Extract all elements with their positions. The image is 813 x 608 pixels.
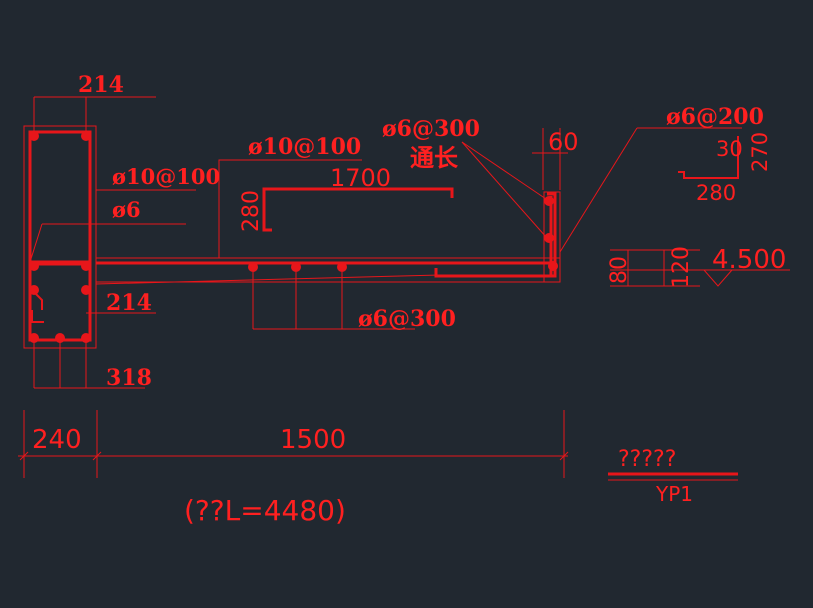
dim-120: 120	[669, 246, 694, 288]
rebar-label-phi10-100-slab: ø10@100	[248, 134, 361, 160]
hook-bar	[678, 136, 739, 179]
dim-270: 270	[748, 132, 772, 172]
dim-318: 318	[106, 365, 152, 391]
beam-section	[23, 125, 97, 349]
title-block	[608, 472, 738, 481]
note-tongchang: 通长	[410, 143, 459, 172]
rebar-label-phi6-300-bottom: ø6@300	[358, 306, 456, 332]
rebar-dot	[81, 333, 91, 343]
rebar-label-phi6-300-top: ø6@300	[382, 116, 480, 142]
rebar-label-phi6-200: ø6@200	[666, 104, 764, 130]
stirrup-hook-lower	[31, 310, 44, 323]
beam-outline	[23, 125, 97, 349]
rebar-dot	[548, 261, 558, 271]
leader-box	[218, 159, 362, 258]
rebar-dot	[291, 262, 301, 272]
rebar-dot	[55, 333, 65, 343]
elevation-4500: 4.500	[712, 245, 786, 275]
rebar-dot	[81, 131, 91, 141]
title-code: YP1	[655, 482, 693, 506]
dimension-tick	[559, 451, 569, 461]
dim-280-detail: 280	[696, 181, 736, 205]
leader-line	[461, 141, 550, 202]
bottom-dimensions	[18, 410, 569, 478]
leader-line	[29, 223, 43, 263]
labels: 214 ø10@100 ø6 214 318 ø10@100 1700 280 …	[32, 72, 786, 527]
slab-leaders	[95, 127, 742, 330]
rebar-label-phi6-left: ø6	[112, 197, 141, 222]
rebar-dot	[248, 262, 258, 272]
beam-rebar-dots	[29, 131, 91, 343]
beam-stirrup-upper	[28, 130, 92, 264]
dim-1700: 1700	[330, 164, 391, 192]
length-note: (??L=4480)	[184, 494, 346, 527]
slab-upturn	[543, 191, 561, 283]
leader-line	[95, 274, 441, 285]
rebar-dot	[81, 261, 91, 271]
dim-214-mid: 214	[106, 290, 152, 316]
slab-rebar-dots	[248, 196, 558, 272]
dim-280-vertical: 280	[239, 190, 264, 232]
hook-detail	[678, 136, 739, 179]
rebar-1700-hook	[262, 187, 454, 232]
beam-stirrup-lower	[28, 262, 92, 342]
leader-line	[559, 127, 638, 253]
elevation-marker	[703, 269, 733, 287]
rebar-label-phi10-100-left: ø10@100	[112, 164, 220, 189]
rebar-dot	[29, 285, 39, 295]
dim-240: 240	[32, 425, 82, 455]
dimension-tick	[19, 451, 29, 461]
rebar-dot	[29, 333, 39, 343]
slab-bottom-bar	[434, 192, 557, 278]
cantilever-slab	[96, 159, 561, 283]
leader-line	[461, 141, 548, 239]
rebar-dot	[29, 131, 39, 141]
rebar-dot	[29, 261, 39, 271]
title-unknown: ?????	[618, 447, 676, 472]
rebar-dot	[337, 262, 347, 272]
dimension-tick	[92, 451, 102, 461]
beam-leaders	[29, 96, 196, 389]
dim-60: 60	[548, 128, 579, 156]
dim-214-top: 214	[78, 72, 124, 98]
dim-30: 30	[716, 137, 743, 161]
dim-80: 80	[607, 256, 632, 284]
elevation-detail	[610, 249, 790, 287]
rebar-dot	[544, 233, 554, 243]
rebar-dot	[81, 285, 91, 295]
dim-1500: 1500	[280, 425, 346, 455]
